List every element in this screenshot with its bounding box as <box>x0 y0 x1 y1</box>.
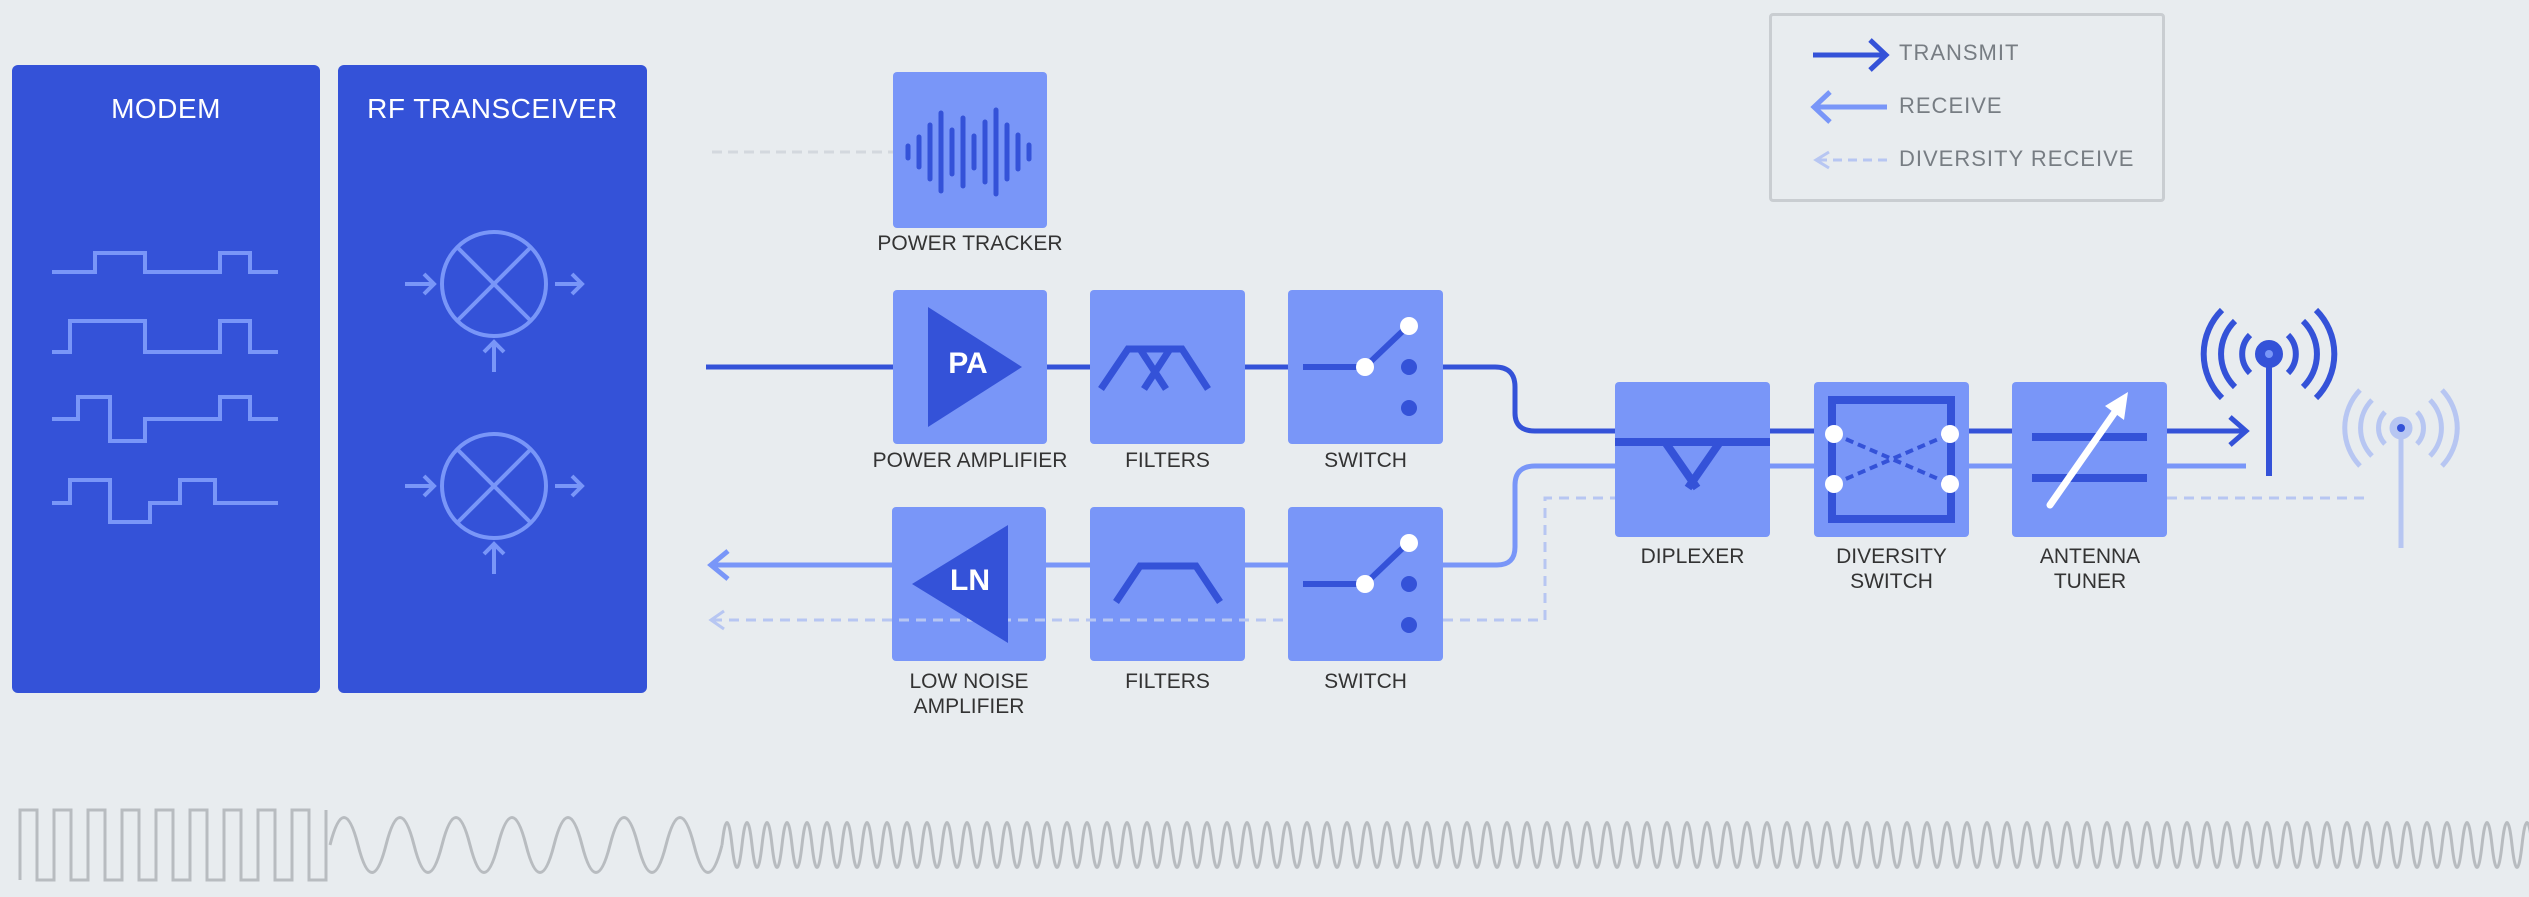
rx-switch-caption: SWITCH <box>1324 670 1407 693</box>
antenna-tuner-block <box>2012 382 2167 537</box>
diversity-antenna-icon <box>2342 388 2460 548</box>
diversity-switch-block <box>1814 382 1969 537</box>
ln-symbol: LN <box>950 564 990 597</box>
modem-block: MODEM <box>12 65 320 693</box>
tx-switch-caption: SWITCH <box>1324 449 1407 472</box>
rx-filter-icon <box>1113 562 1223 604</box>
rf-transceiver-label: RF TRANSCEIVER <box>367 93 618 124</box>
rx-filters-caption: FILTERS <box>1125 670 1210 693</box>
mixer-upper-icon <box>405 230 585 372</box>
modem-square-waves-icon <box>52 251 278 524</box>
antenna-tuner-icon <box>2032 392 2147 509</box>
diversity-receive-path <box>708 496 2370 631</box>
diversity-switch-caption: DIVERSITY SWITCH <box>1836 545 1947 593</box>
legend-transmit-arrow-icon <box>1813 38 1890 72</box>
legend-transmit-label: TRANSMIT <box>1899 40 2020 65</box>
tx-filter-icon <box>1098 345 1211 391</box>
modem-label: MODEM <box>111 93 221 124</box>
mixer-lower-icon <box>405 432 585 574</box>
bottom-fast-wave <box>720 821 2529 869</box>
legend-diversity-receive-label: DIVERSITY RECEIVE <box>1899 146 2135 171</box>
rx-switch-icon <box>1303 534 1418 633</box>
main-antenna-icon <box>2200 307 2338 476</box>
low-noise-amplifier-triangle-icon <box>912 525 1008 643</box>
diplexer-icon <box>1615 438 1770 491</box>
legend-receive-arrow-icon <box>1810 90 1887 124</box>
legend-diversity-arrow-icon <box>1813 150 1887 170</box>
rf-transceiver-block: RF TRANSCEIVER <box>338 65 647 693</box>
legend-box <box>1769 13 2165 202</box>
power-tracker-waveform-icon <box>905 107 1032 197</box>
low-noise-amplifier-caption: LOW NOISE AMPLIFIER <box>909 670 1029 718</box>
power-tracker-caption: POWER TRACKER <box>877 232 1063 255</box>
power-amplifier-caption: POWER AMPLIFIER <box>872 449 1068 472</box>
rx-filters-block <box>1090 507 1245 661</box>
tx-filters-caption: FILTERS <box>1125 449 1210 472</box>
tx-switch-icon <box>1303 317 1418 416</box>
legend-receive-label: RECEIVE <box>1899 93 2003 118</box>
diplexer-block <box>1615 382 1770 537</box>
diversity-switch-icon <box>1825 396 1959 523</box>
power-amplifier-triangle-icon <box>928 307 1022 427</box>
pa-symbol: PA <box>948 347 988 380</box>
transmit-path <box>706 364 2250 447</box>
antenna-tuner-caption: ANTENNA TUNER <box>2039 545 2141 593</box>
diplexer-caption: DIPLEXER <box>1640 545 1745 568</box>
bottom-waveform <box>18 808 724 882</box>
receive-path <box>707 463 2246 581</box>
